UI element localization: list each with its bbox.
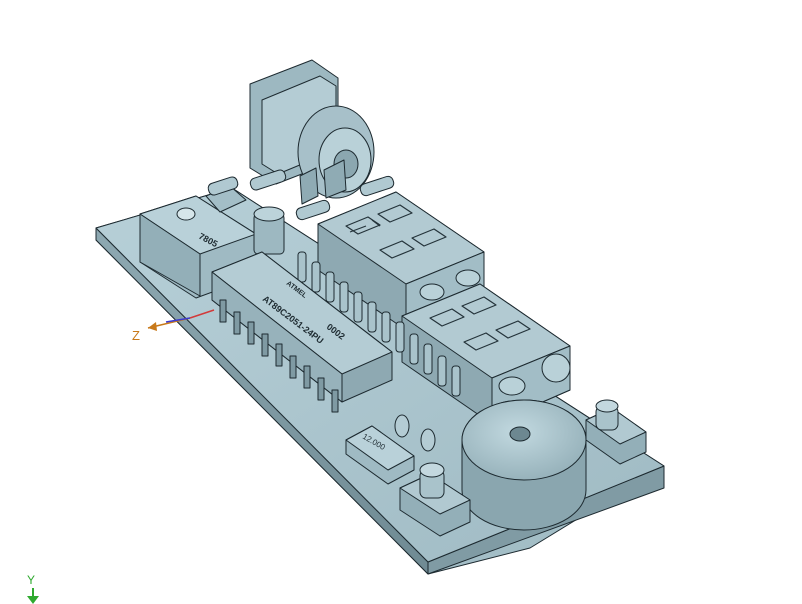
ceramic-capacitors[interactable] (394, 414, 436, 452)
crystal-oscillator[interactable]: 12.000 (345, 425, 415, 485)
microcontroller-at89c2051[interactable]: AT89C2051-24PU ATMEL 0002 (211, 251, 393, 413)
tact-switch-right[interactable] (585, 399, 647, 465)
z-axis-arrowhead (148, 322, 157, 331)
origin-triad: Z (132, 309, 215, 343)
piezo-buzzer[interactable] (461, 399, 587, 531)
electrolytic-capacitor[interactable] (253, 206, 285, 255)
y-axis-indicator-head (27, 596, 39, 604)
y-axis-label: Y (27, 573, 35, 587)
axial-components[interactable] (207, 169, 395, 221)
x-axis-arrow (189, 309, 215, 319)
z-axis-label: Z (132, 328, 140, 343)
tact-switch-left[interactable] (399, 462, 471, 537)
view-orientation-triad[interactable]: Y (27, 573, 39, 604)
pcb-assembly-model[interactable]: 7805 (95, 59, 665, 575)
y-axis-arrow (165, 317, 191, 323)
resistor-array[interactable] (297, 251, 461, 397)
dc-power-jack[interactable] (249, 59, 375, 205)
